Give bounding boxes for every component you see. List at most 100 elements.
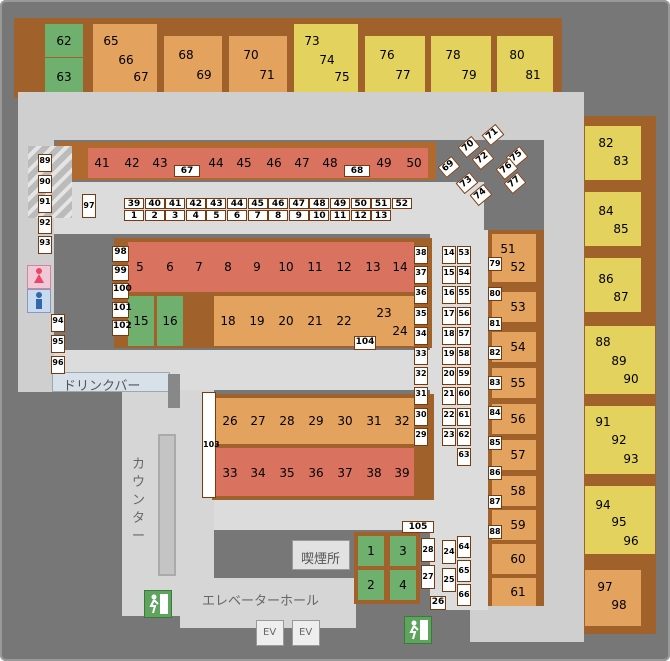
small-booth[interactable]: 31	[414, 387, 428, 406]
small-booth[interactable]: 44	[227, 198, 247, 209]
small-booth[interactable]: 24	[442, 540, 456, 564]
small-booth[interactable]: 9	[288, 210, 309, 221]
small-booth[interactable]: 16	[442, 286, 456, 305]
small-booth[interactable]: 91	[38, 195, 52, 214]
small-booth[interactable]: 13	[371, 210, 392, 221]
small-booth[interactable]: 25	[442, 568, 456, 592]
small-booth[interactable]: 92	[38, 215, 52, 234]
small-booth[interactable]: 58	[457, 347, 471, 365]
small-booth[interactable]: 50	[350, 198, 371, 209]
small-booth[interactable]: 93	[38, 236, 52, 255]
small-booth[interactable]: 8	[268, 210, 289, 221]
small-booth[interactable]: 19	[442, 347, 456, 365]
small-booth[interactable]: 22	[442, 407, 456, 426]
small-booth[interactable]: 1	[124, 210, 144, 221]
small-booth[interactable]: 2	[144, 210, 165, 221]
small-booth[interactable]: 27	[421, 565, 435, 589]
small-booth[interactable]: 39	[124, 198, 144, 209]
booth-block-68-69[interactable]: 68 69	[164, 36, 222, 92]
booth-block-88-90[interactable]: 88 89 90	[585, 326, 655, 394]
small-booth[interactable]: 53	[457, 246, 471, 264]
small-booth[interactable]: 100	[112, 283, 132, 299]
booth-row-33-39[interactable]: 33 34 35 36 37 38 39	[216, 448, 414, 496]
small-booth[interactable]: 82	[488, 346, 502, 361]
small-booth[interactable]: 83	[488, 376, 502, 391]
small-booth[interactable]: 32	[414, 367, 428, 386]
small-booth[interactable]: 36	[414, 286, 428, 305]
booth-block-86-87[interactable]: 86 87	[585, 258, 641, 312]
small-booth[interactable]: 42	[185, 198, 206, 209]
booth-block-97-98[interactable]: 97 98	[585, 570, 641, 626]
small-booth[interactable]: 11	[330, 210, 350, 221]
small-booth[interactable]: 3	[165, 210, 186, 221]
small-booth[interactable]: 10	[309, 210, 330, 221]
small-booth[interactable]: 80	[488, 286, 502, 301]
small-booth[interactable]: 95	[51, 335, 65, 353]
booth-block-84-85[interactable]: 84 85	[585, 192, 641, 246]
booth-block-1-4[interactable]: 1 2 3 4	[354, 532, 420, 604]
small-booth[interactable]: 57	[457, 326, 471, 345]
booth-row-26-32[interactable]: 26 27 28 29 30 31 32	[216, 398, 414, 444]
small-booth[interactable]: 85	[488, 435, 502, 450]
small-booth[interactable]: 20	[442, 367, 456, 386]
small-booth[interactable]: 51	[371, 198, 392, 209]
booth-row-5-14[interactable]: 5 6 7 8 9 10 11 12 13 14	[128, 242, 414, 292]
small-booth[interactable]: 12	[350, 210, 371, 221]
small-booth[interactable]: 30	[414, 407, 428, 426]
small-booth[interactable]: 103	[202, 392, 220, 498]
booth-block-76-77[interactable]: 76 77	[365, 36, 425, 92]
small-booth[interactable]: 6	[227, 210, 247, 221]
small-booth[interactable]: 21	[442, 387, 456, 406]
small-booth[interactable]: 81	[488, 316, 502, 331]
small-booth[interactable]: 26	[430, 596, 446, 610]
small-booth[interactable]: 101	[112, 301, 132, 318]
small-booth[interactable]: 86	[488, 465, 502, 480]
small-booth[interactable]: 60	[457, 387, 471, 406]
booth-block-80-81[interactable]: 80 81	[497, 36, 553, 92]
small-booth[interactable]: 29	[414, 427, 428, 446]
small-booth[interactable]: 79	[488, 257, 502, 271]
small-booth[interactable]: 56	[457, 306, 471, 325]
booth-block-65-67[interactable]: 65 66 67	[93, 24, 157, 92]
small-booth[interactable]: 98	[112, 246, 129, 262]
small-booth[interactable]: 67	[174, 165, 200, 177]
small-booth[interactable]: 65	[457, 560, 471, 582]
elevator-right[interactable]: EV	[292, 620, 320, 646]
small-booth[interactable]: 102	[112, 320, 132, 336]
booth-block-82-83[interactable]: 82 83	[585, 126, 641, 180]
small-booth[interactable]: 28	[421, 538, 435, 562]
small-booth[interactable]: 46	[268, 198, 289, 209]
booth-block-62-63[interactable]: 62 63	[45, 24, 83, 92]
small-booth[interactable]: 45	[247, 198, 268, 209]
booth-block-73-75[interactable]: 73 74 75	[294, 24, 358, 92]
small-booth[interactable]: 18	[442, 326, 456, 345]
small-booth[interactable]: 87	[488, 495, 502, 510]
small-booth[interactable]: 99	[112, 264, 129, 281]
small-booth[interactable]: 38	[414, 246, 428, 264]
booth-row-15-24[interactable]: 15 16 18 19 20 21 22 23 24	[128, 296, 414, 346]
small-booth[interactable]: 14	[442, 246, 456, 264]
small-booth[interactable]: 52	[391, 198, 412, 209]
small-booth[interactable]: 68	[344, 165, 370, 177]
small-booth[interactable]: 17	[442, 306, 456, 325]
small-booth[interactable]: 94	[51, 314, 65, 332]
booth-60[interactable]: 60	[492, 544, 536, 574]
small-booth[interactable]: 40	[144, 198, 165, 209]
small-booth[interactable]: 66	[457, 584, 471, 606]
small-booth[interactable]: 41	[165, 198, 186, 209]
elevator-left[interactable]: EV	[256, 620, 284, 646]
small-booth[interactable]: 96	[51, 356, 65, 374]
small-booth[interactable]: 33	[414, 347, 428, 365]
small-booth[interactable]: 43	[206, 198, 227, 209]
small-booth[interactable]: 37	[414, 266, 428, 285]
small-booth[interactable]: 15	[442, 266, 456, 285]
small-booth[interactable]: 97	[82, 194, 96, 218]
booth-row-41-50[interactable]: 41 42 43 44 45 46 47 48 49 50	[88, 148, 428, 178]
booth-block-70-71[interactable]: 70 71	[229, 36, 287, 92]
small-booth[interactable]: 23	[442, 427, 456, 446]
small-booth[interactable]: 88	[488, 525, 502, 540]
small-booth[interactable]: 89	[38, 154, 52, 172]
booth-block-91-93[interactable]: 91 92 93	[585, 406, 655, 474]
small-booth[interactable]: 7	[247, 210, 268, 221]
small-booth[interactable]: 62	[457, 427, 471, 446]
